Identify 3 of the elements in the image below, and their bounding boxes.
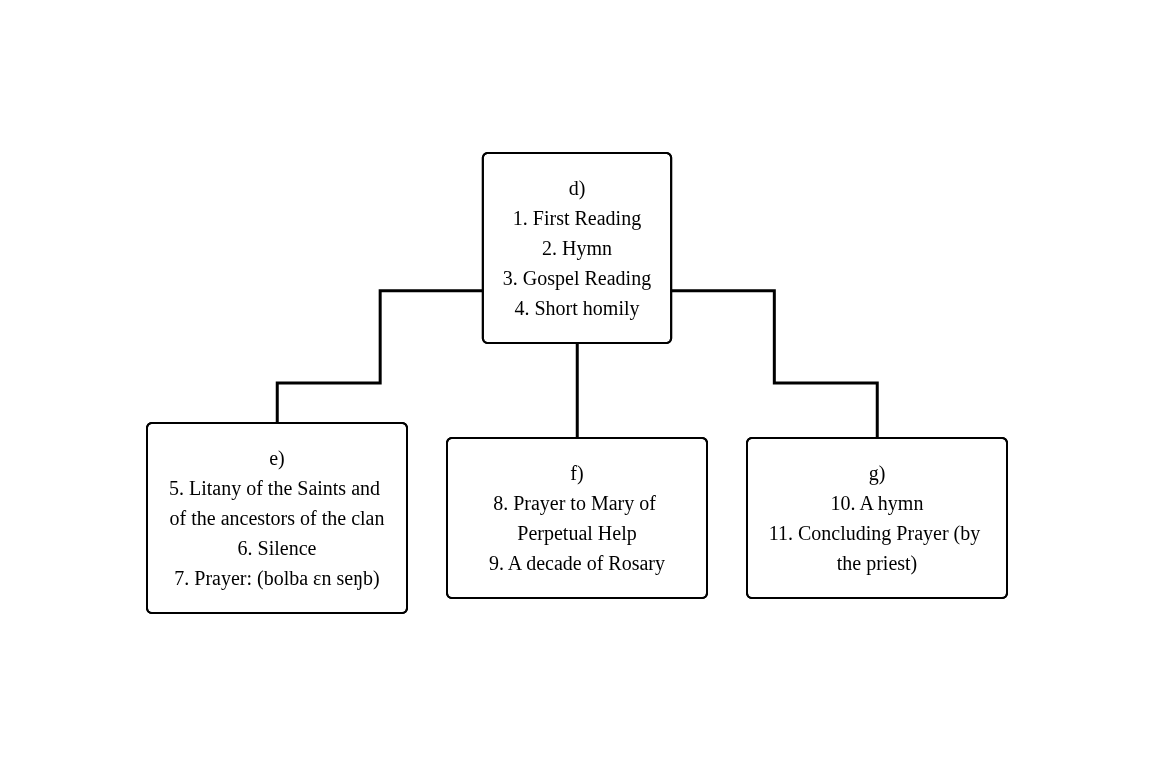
node-text: e) 5. Litany of the Saints and of the ancestors of the clan 6. Silence 7. Prayer: (bolba εn seŋb) — [168, 446, 384, 589]
node-text: f) 8. Prayer to Mary of Perpetual Help 9. A decade of Rosary — [488, 461, 665, 574]
node-text: g) 10. A hymn 11. Concluding Prayer (by the priest) — [768, 461, 980, 574]
